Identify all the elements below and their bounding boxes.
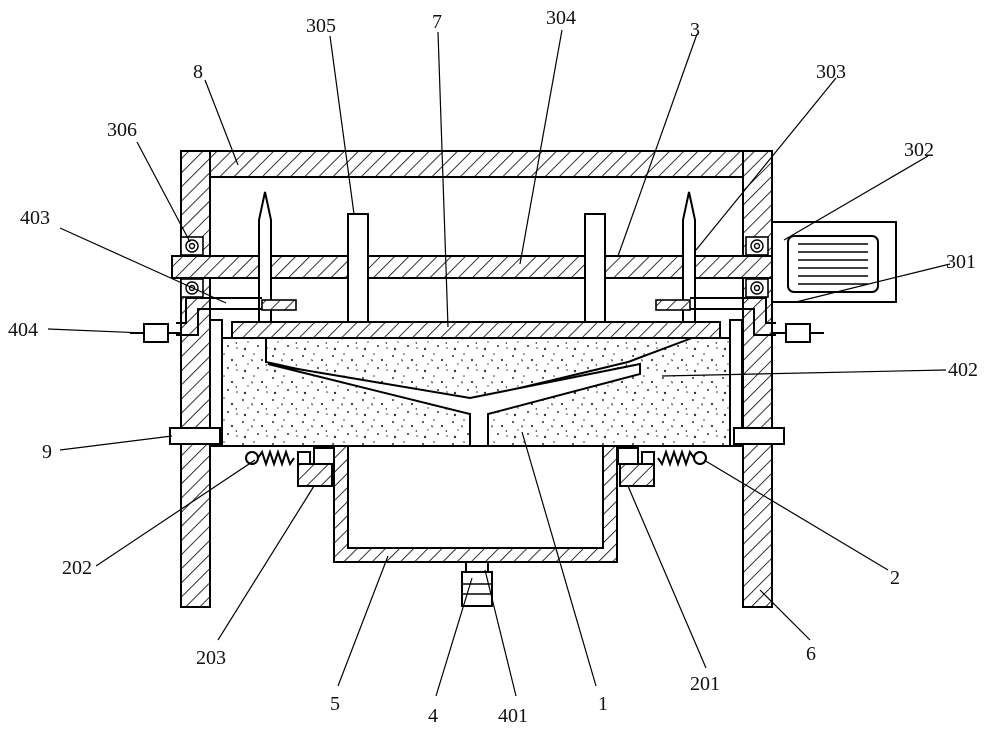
labels: 8 306 403 404 9 202 203 5 4 401 1 201 6 … [8, 7, 978, 727]
label-401: 401 [498, 705, 528, 727]
label-304: 304 [546, 7, 576, 29]
label-303: 303 [816, 61, 846, 83]
label-301: 301 [946, 251, 976, 273]
label-404: 404 [8, 319, 38, 341]
label-7: 7 [432, 11, 442, 33]
label-402: 402 [948, 359, 978, 381]
label-2: 2 [890, 567, 900, 589]
pipes [176, 297, 776, 336]
tray-plate [231, 321, 721, 339]
valves [130, 323, 824, 343]
label-3: 3 [690, 19, 700, 41]
label-306: 306 [107, 119, 137, 141]
paddles [347, 213, 606, 323]
label-302: 302 [904, 139, 934, 161]
label-9: 9 [42, 441, 52, 463]
label-4: 4 [428, 705, 438, 727]
label-202: 202 [62, 557, 92, 579]
bearings [180, 236, 769, 298]
inner-walls [209, 319, 743, 447]
filter-container [221, 337, 731, 447]
collection-box [333, 445, 618, 563]
springs [245, 448, 707, 468]
label-403: 403 [20, 207, 50, 229]
label-5: 5 [330, 693, 340, 715]
label-8: 8 [193, 61, 203, 83]
vibration-motor [461, 561, 493, 607]
label-305: 305 [306, 15, 336, 37]
label-6: 6 [806, 643, 816, 665]
spikes [258, 191, 696, 331]
brackets [169, 427, 785, 445]
motor [771, 221, 897, 303]
label-203: 203 [196, 647, 226, 669]
label-1: 1 [598, 693, 608, 715]
leader-lines [47, 29, 951, 697]
label-201: 201 [690, 673, 720, 695]
outer-housing [180, 150, 773, 608]
sliders [297, 447, 655, 487]
